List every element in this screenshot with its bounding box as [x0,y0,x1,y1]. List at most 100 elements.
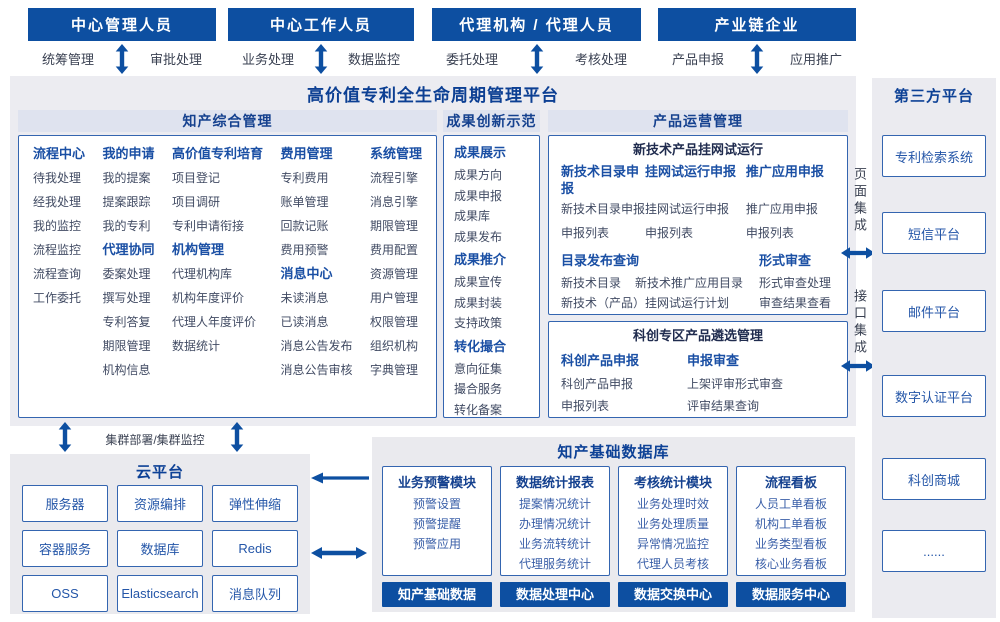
feature-column: 我的申请我的提案提案跟踪我的专利代理协同委案处理撰写处理专利答复期限管理机构信息 [102,142,154,411]
group-header: 科创产品申报 [561,353,640,368]
menu-item: 我的提案 [102,171,151,185]
ip-database-panel: 知产基础数据库 业务预警模块预警设置预警提醒预警应用数据统计报表提案情况统计办理… [372,437,855,612]
third-party-panel: 第三方平台 专利检索系统短信平台邮件平台数字认证平台科创商城...... [872,78,996,618]
menu-item: 意向征集 [454,361,503,376]
cloud-service-box: OSS [22,575,108,612]
module-item: 提案情况统计 [518,497,591,511]
feature-group: 科创产品申报科创产品申报申报列表 [561,349,687,417]
cloud-service-box: Redis [212,530,298,567]
interface-integration-label: 接口集成 [852,289,867,357]
third-party-box: 短信平台 [882,212,986,254]
group-header: 成果推介 [454,252,507,267]
data-center-bar: 知产基础数据 [382,582,492,607]
menu-item: 代理机构库 [171,267,232,281]
menu-item: 成果封装 [454,295,503,310]
feature-group: 系统管理流程引擎消息引擎期限管理费用配置资源管理用户管理权限管理组织机构字典管理 [370,142,422,382]
role-action-label: 考核处理 [574,52,627,67]
data-center-bar: 数据交换中心 [618,582,728,607]
feature-group: 推广应用申报推广应用申报申报列表 [746,163,835,245]
feature-column: 费用管理专利费用账单管理回款记账费用预警消息中心未读消息已读消息消息公告发布消息… [280,142,352,411]
menu-item: 撰写处理 [102,291,151,305]
menu-item: 新技术推广应用目录 [635,276,744,290]
role-action-label: 数据监控 [347,52,400,67]
menu-item: 流程监控 [33,243,82,257]
menu-item: 数据统计 [171,339,220,353]
group-header: 推广应用申报 [745,164,824,179]
feature-group: 转化撮合意向征集撮合服务转化备案 [454,334,529,421]
group-header: 成果展示 [454,145,507,160]
menu-item: 上架评审形式审查 [687,377,784,391]
role-group: 产业链企业产品申报应用推广 [658,8,856,76]
section-body: 流程中心待我处理经我处理我的监控流程监控流程查询工作委托我的申请我的提案提案跟踪… [18,135,437,418]
menu-item: 专利申请衔接 [171,219,244,233]
menu-item: 支持政策 [454,316,503,330]
third-party-box: ...... [882,530,986,572]
cloud-service-box: 弹性伸缩 [212,485,298,522]
menu-item: 提案跟踪 [102,195,151,209]
module-header: 业务预警模块 [397,475,476,490]
section-product-operations: 产品运营管理 新技术产品挂网试运行 新技术目录申报新技术目录申报申报列表挂网试运… [548,110,848,418]
group-header: 流程中心 [33,146,86,161]
feature-column: 系统管理流程引擎消息引擎期限管理费用配置资源管理用户管理权限管理组织机构字典管理 [370,142,422,411]
menu-item: 权限管理 [369,315,418,329]
db-module-box: 流程看板人员工单看板机构工单看板业务类型看板核心业务看板 [736,466,846,576]
role-actions: 委托处理考核处理 [432,49,641,68]
cloud-service-box: 资源编排 [117,485,203,522]
db-modules-row: 业务预警模块预警设置预警提醒预警应用数据统计报表提案情况统计办理情况统计业务流转… [382,466,846,576]
cloud-service-box: 消息队列 [212,575,298,612]
module-item: 办理情况统计 [518,517,591,531]
role-action-label: 统筹管理 [42,52,95,67]
role-action-label: 应用推广 [789,52,842,67]
menu-item: 我的专利 [102,219,151,233]
menu-item: 账单管理 [280,195,329,209]
menu-item: 委案处理 [102,267,151,281]
menu-item: 新技术（产品）挂网试运行计划 [561,296,730,310]
panel-title: 知产基础数据库 [557,444,670,461]
double-arrow-horizontal-icon [841,359,875,373]
menu-item: 经我处理 [33,195,82,209]
declaration-groups: 新技术目录申报新技术目录申报申报列表挂网试运行申报挂网试运行申报申报列表推广应用… [549,163,847,245]
menu-item: 申报列表 [561,399,610,413]
group-header: 目录发布查询 [561,253,640,268]
left-arrow-icon [311,472,369,484]
menu-item: 资源管理 [369,267,418,281]
menu-item: 流程引擎 [369,171,418,185]
double-arrow-vertical-icon [750,44,764,74]
role-group: 中心工作人员业务处理数据监控 [228,8,414,76]
updown-arrow-icon [530,44,544,74]
menu-item: 成果宣传 [454,275,503,289]
menu-item: 申报列表 [645,226,694,240]
platform-title: 高价值专利全生命周期管理平台 [307,86,559,105]
third-party-box: 邮件平台 [882,290,986,332]
menu-item: 机构信息 [102,363,151,377]
cloud-service-box: 服务器 [22,485,108,522]
group-header: 挂网试运行申报 [645,164,737,179]
role-actions: 业务处理数据监控 [228,49,414,68]
new-tech-trial-box: 新技术产品挂网试运行 新技术目录申报新技术目录申报申报列表挂网试运行申报挂网试运… [548,135,848,315]
group-header: 费用管理 [280,146,333,161]
double-arrow-vertical-icon [58,422,72,452]
menu-item: 费用配置 [369,243,418,257]
menu-item: 项目登记 [171,171,220,185]
updown-arrow-icon [750,44,764,74]
role-action-label: 审批处理 [149,52,202,67]
menu-item: 成果发布 [454,229,503,244]
role-group: 代理机构 / 代理人员委托处理考核处理 [432,8,641,76]
cloud-service-box: 数据库 [117,530,203,567]
menu-item: 机构年度评价 [171,291,244,305]
feature-group: 机构管理代理机构库机构年度评价代理人年度评价数据统计 [172,238,263,358]
feature-group: 挂网试运行申报挂网试运行申报申报列表 [645,163,746,245]
menu-item: 字典管理 [369,363,418,377]
menu-item: 申报列表 [561,226,610,240]
feature-group: 流程中心待我处理经我处理我的监控流程监控流程查询工作委托 [33,142,85,310]
module-item: 预警提醒 [412,517,461,531]
feature-group: 成果推介成果宣传成果封装支持政策 [454,247,529,334]
formal-review-items: 形式审查处理审查结果查看 [759,273,835,313]
feature-group: 消息中心未读消息已读消息消息公告发布消息公告审核 [280,262,352,382]
double-arrow-vertical-icon [530,44,543,74]
menu-item: 消息引擎 [369,195,418,209]
inner-box-title: 科创专区产品遴选管理 [632,328,763,343]
feature-group: 我的申请我的提案提案跟踪我的专利 [102,142,154,238]
module-item: 机构工单看板 [754,517,827,531]
inner-box-title: 新技术产品挂网试运行 [632,142,763,157]
